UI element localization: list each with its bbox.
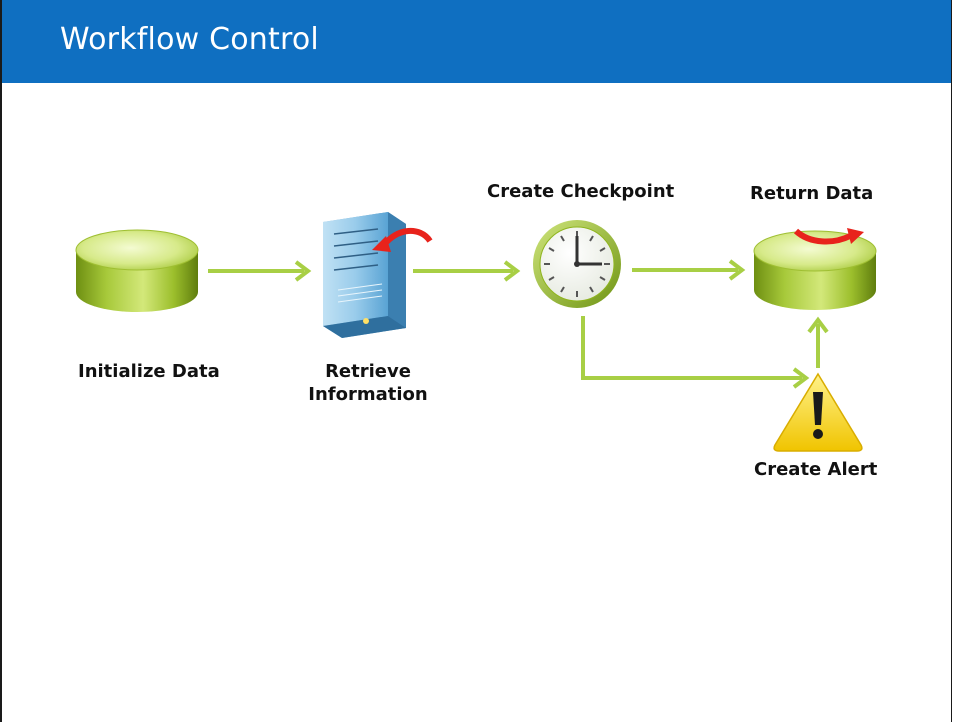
label-retrieve-information: Retrieve Information bbox=[298, 360, 438, 406]
arrow-checkpoint-to-alert bbox=[581, 316, 810, 389]
transfer-arrow-icon bbox=[793, 228, 864, 245]
warning-icon bbox=[773, 372, 863, 452]
title-bar: Workflow Control bbox=[2, 0, 951, 83]
label-return-data: Return Data bbox=[750, 183, 874, 204]
arrow-initialize-to-retrieve bbox=[208, 260, 312, 282]
clock-icon bbox=[533, 220, 621, 308]
label-retrieve-line1: Retrieve bbox=[325, 361, 411, 382]
refresh-arrow-icon bbox=[372, 228, 433, 252]
label-retrieve-line2: Information bbox=[308, 384, 428, 405]
arrow-alert-to-return bbox=[807, 316, 829, 368]
arrow-checkpoint-to-return bbox=[632, 259, 746, 281]
database-icon bbox=[75, 229, 199, 312]
arrow-retrieve-to-checkpoint bbox=[413, 260, 521, 282]
label-initialize-data: Initialize Data bbox=[78, 361, 220, 382]
label-create-alert: Create Alert bbox=[754, 459, 878, 480]
server-icon bbox=[323, 212, 406, 338]
page-title: Workflow Control bbox=[60, 22, 319, 57]
label-create-checkpoint: Create Checkpoint bbox=[487, 181, 675, 202]
